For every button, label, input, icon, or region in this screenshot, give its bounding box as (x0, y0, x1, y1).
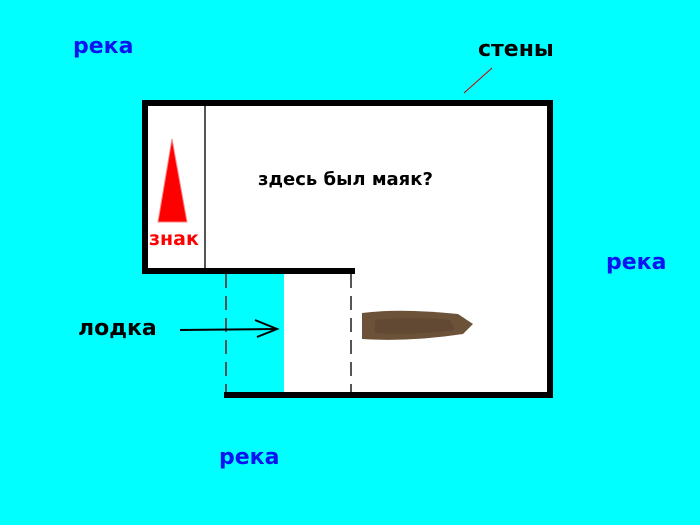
river-label-bottom: река (219, 445, 280, 470)
boat-shading (375, 318, 455, 334)
walls (142, 100, 553, 398)
lighthouse-question-label: здесь был маяк? (258, 169, 433, 190)
walls-label: стены (478, 37, 554, 62)
walls-pointer-line (463, 67, 493, 94)
river-label-top-left: река (73, 34, 134, 59)
sign-label: знак (149, 228, 199, 250)
room-upper-floor (148, 106, 547, 268)
boat-label: лодка (78, 316, 157, 341)
boat-arrow-icon (179, 319, 280, 338)
sign-triangle-icon (157, 138, 188, 223)
river-label-right: река (606, 250, 667, 275)
